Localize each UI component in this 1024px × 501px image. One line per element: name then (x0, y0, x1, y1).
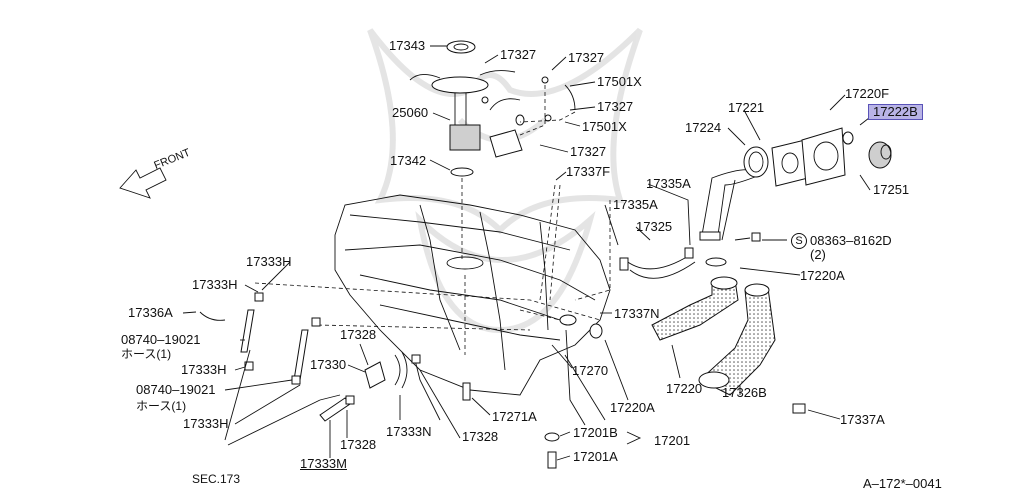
label-17201A: 17201A (573, 449, 618, 464)
label-08740-19021-b: 08740–19021 (136, 382, 216, 397)
label-17201: 17201 (654, 433, 691, 448)
front-arrow-icon (119, 167, 167, 199)
label-17335A-a: 17335A (646, 176, 691, 191)
label-17270: 17270 (572, 363, 609, 378)
tank-bolts (462, 329, 806, 469)
label-17327-d: 17327 (570, 144, 607, 159)
label-17251: 17251 (873, 182, 910, 197)
figure-code: A–172*–0041 (863, 476, 942, 491)
label-17333M: 17333M (300, 456, 347, 471)
label-17327-c: 17327 (597, 99, 634, 114)
filler-hose (559, 276, 776, 396)
vent-hoses (199, 292, 441, 446)
label-17220A-a: 17220A (800, 268, 845, 283)
label-17326B: 17326B (722, 385, 767, 400)
label-17328-b: 17328 (462, 429, 499, 444)
label-08740-19021-a: 08740–19021 (121, 332, 201, 347)
label-17328-a: 17328 (340, 327, 377, 342)
label-17333H-c: 17333H (181, 362, 227, 377)
label-hose-1-a: ホース(1) (121, 347, 172, 361)
label-17201B: 17201B (573, 425, 618, 440)
label-17337A: 17337A (840, 412, 885, 427)
label-17501X-a: 17501X (597, 74, 642, 89)
label-17333N: 17333N (386, 424, 432, 439)
label-17337F: 17337F (566, 164, 611, 179)
label-17220: 17220 (666, 381, 703, 396)
label-17333H-a: 17333H (246, 254, 292, 269)
label-17220A-b: 17220A (610, 400, 655, 415)
label-17224: 17224 (685, 120, 722, 135)
label-08363-qty: (2) (810, 247, 826, 262)
label-25060: 25060 (392, 105, 429, 120)
label-17333H-d: 17333H (183, 416, 229, 431)
fuel-pump-assembly (409, 40, 576, 177)
leader-lines (182, 45, 879, 461)
label-17342: 17342 (390, 153, 427, 168)
label-17335A-b: 17335A (613, 197, 658, 212)
bolt-symbol-s: S (791, 233, 807, 249)
sec-reference[interactable]: SEC.173 (192, 472, 241, 486)
fuel-tank (334, 194, 611, 396)
label-17337N: 17337N (614, 306, 660, 321)
label-17271A: 17271A (492, 409, 537, 424)
label-hose-1-b: ホース(1) (136, 399, 187, 413)
label-17220F: 17220F (845, 86, 890, 101)
label-17222B-highlighted[interactable]: 17222B (868, 104, 923, 120)
label-17330: 17330 (310, 357, 347, 372)
label-17333H-b: 17333H (192, 277, 238, 292)
filler-neck (699, 127, 892, 267)
label-17327-a: 17327 (500, 47, 537, 62)
label-17336A: 17336A (128, 305, 173, 320)
label-08363-8162D: 08363–8162D (810, 233, 892, 248)
label-17327-b: 17327 (568, 50, 605, 65)
label-17221: 17221 (728, 100, 765, 115)
breather-hose (619, 247, 696, 279)
label-17328-c: 17328 (340, 437, 377, 452)
dashed-leaders (254, 85, 611, 355)
label-17343: 17343 (389, 38, 426, 53)
label-17325: 17325 (636, 219, 673, 234)
label-17501X-b: 17501X (582, 119, 627, 134)
